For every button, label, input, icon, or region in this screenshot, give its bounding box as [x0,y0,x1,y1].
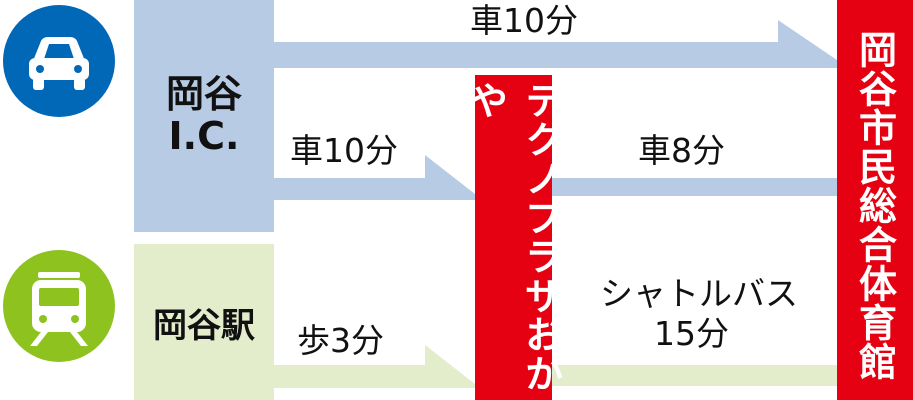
origin-okaya-ic-line2: I.C. [168,114,240,158]
origin-okaya-ic: 岡谷 I.C. [134,0,274,232]
route-label-station-to-hub: 歩3分 [297,321,384,360]
train-glyph [30,272,88,346]
route-label-ic-to-hub: 車10分 [290,131,398,170]
route-label-bus-line2: 15分 [654,314,729,353]
route-label-ic-to-gym: 車10分 [470,1,578,40]
destination-gym-label: 岡谷市民総合体育館 [852,30,897,381]
route-arrow-ic-to-hub [274,155,475,200]
route-bar-hub-to-gym-bus [552,365,837,386]
route-label-bus-line1: シャトルバス [600,274,798,313]
route-label-hub-to-gym-car: 車8分 [638,131,725,170]
route-arrow-station-to-hub [274,345,475,388]
origin-okaya-station-label: 岡谷駅 [153,305,255,346]
destination-gym: 岡谷市民総合体育館 [837,0,913,400]
car-icon [3,5,115,117]
hub-techno-plaza-label: テクノプラザおかや [463,81,563,393]
car-glyph [29,37,89,90]
origin-okaya-ic-line1: 岡谷 [165,72,242,117]
hub-techno-plaza: テクノプラザおかや [464,75,563,400]
route-bar-hub-to-gym-car [552,178,837,196]
train-icon [3,250,115,362]
origin-okaya-station: 岡谷駅 [134,244,274,400]
route-arrow-ic-to-gym [274,20,837,68]
